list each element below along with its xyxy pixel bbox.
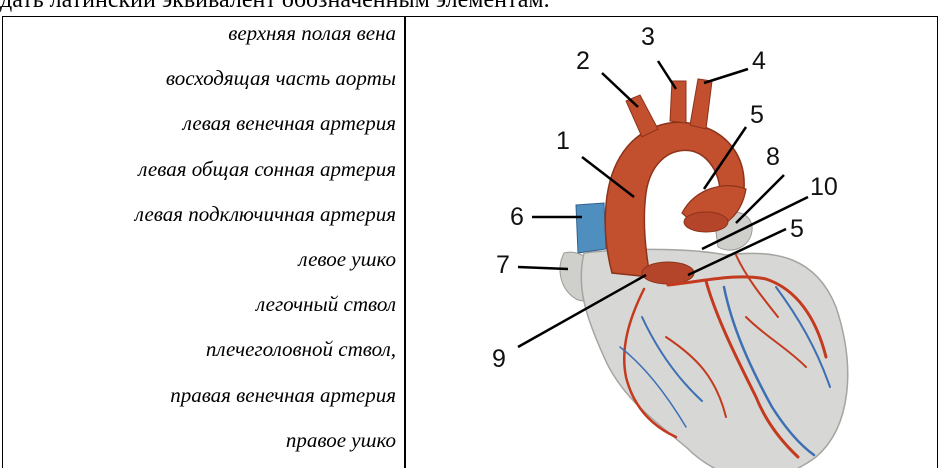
terms-column: верхняя полая вена восходящая часть аорт… [4,16,396,468]
term-item: левая подключичная артерия [135,201,396,227]
heart-illustration: 1 2 3 4 5 6 7 8 9 10 5 [406,17,936,468]
term-item: правая венечная артерия [170,382,396,408]
term-item: левое ушко [298,246,396,272]
subclavian-shape [690,79,712,129]
pulmonary-base-opening [642,262,694,284]
callout-10: 10 [810,173,838,201]
term-item: левая венечная артерия [183,110,396,136]
callout-5b: 5 [790,215,804,243]
pulmonary-opening [684,212,728,232]
callout-6: 6 [510,203,524,231]
vena-cava-shape [576,203,606,253]
callout-7: 7 [496,251,510,279]
term-item: левая общая сонная артерия [138,156,396,182]
callout-2: 2 [576,47,590,75]
callout-1: 1 [556,127,570,155]
callout-3: 3 [641,23,655,51]
task-heading: дать латинский эквивалент обозначенным э… [0,0,942,14]
heart-body-shape [581,249,847,468]
callout-4: 4 [752,47,766,75]
callout-9: 9 [492,345,506,373]
heart-figure: 1 2 3 4 5 6 7 8 9 10 5 [406,17,936,468]
term-item: легочный ствол [256,291,396,317]
term-item: плечеголовной ствол, [206,336,396,362]
term-item: верхняя полая вена [228,20,396,46]
callout-5: 5 [750,101,764,129]
term-item: восходящая часть аорты [166,65,396,91]
term-item: правое ушко [286,427,396,453]
callout-8: 8 [766,143,780,171]
common-carotid-shape [670,81,686,123]
